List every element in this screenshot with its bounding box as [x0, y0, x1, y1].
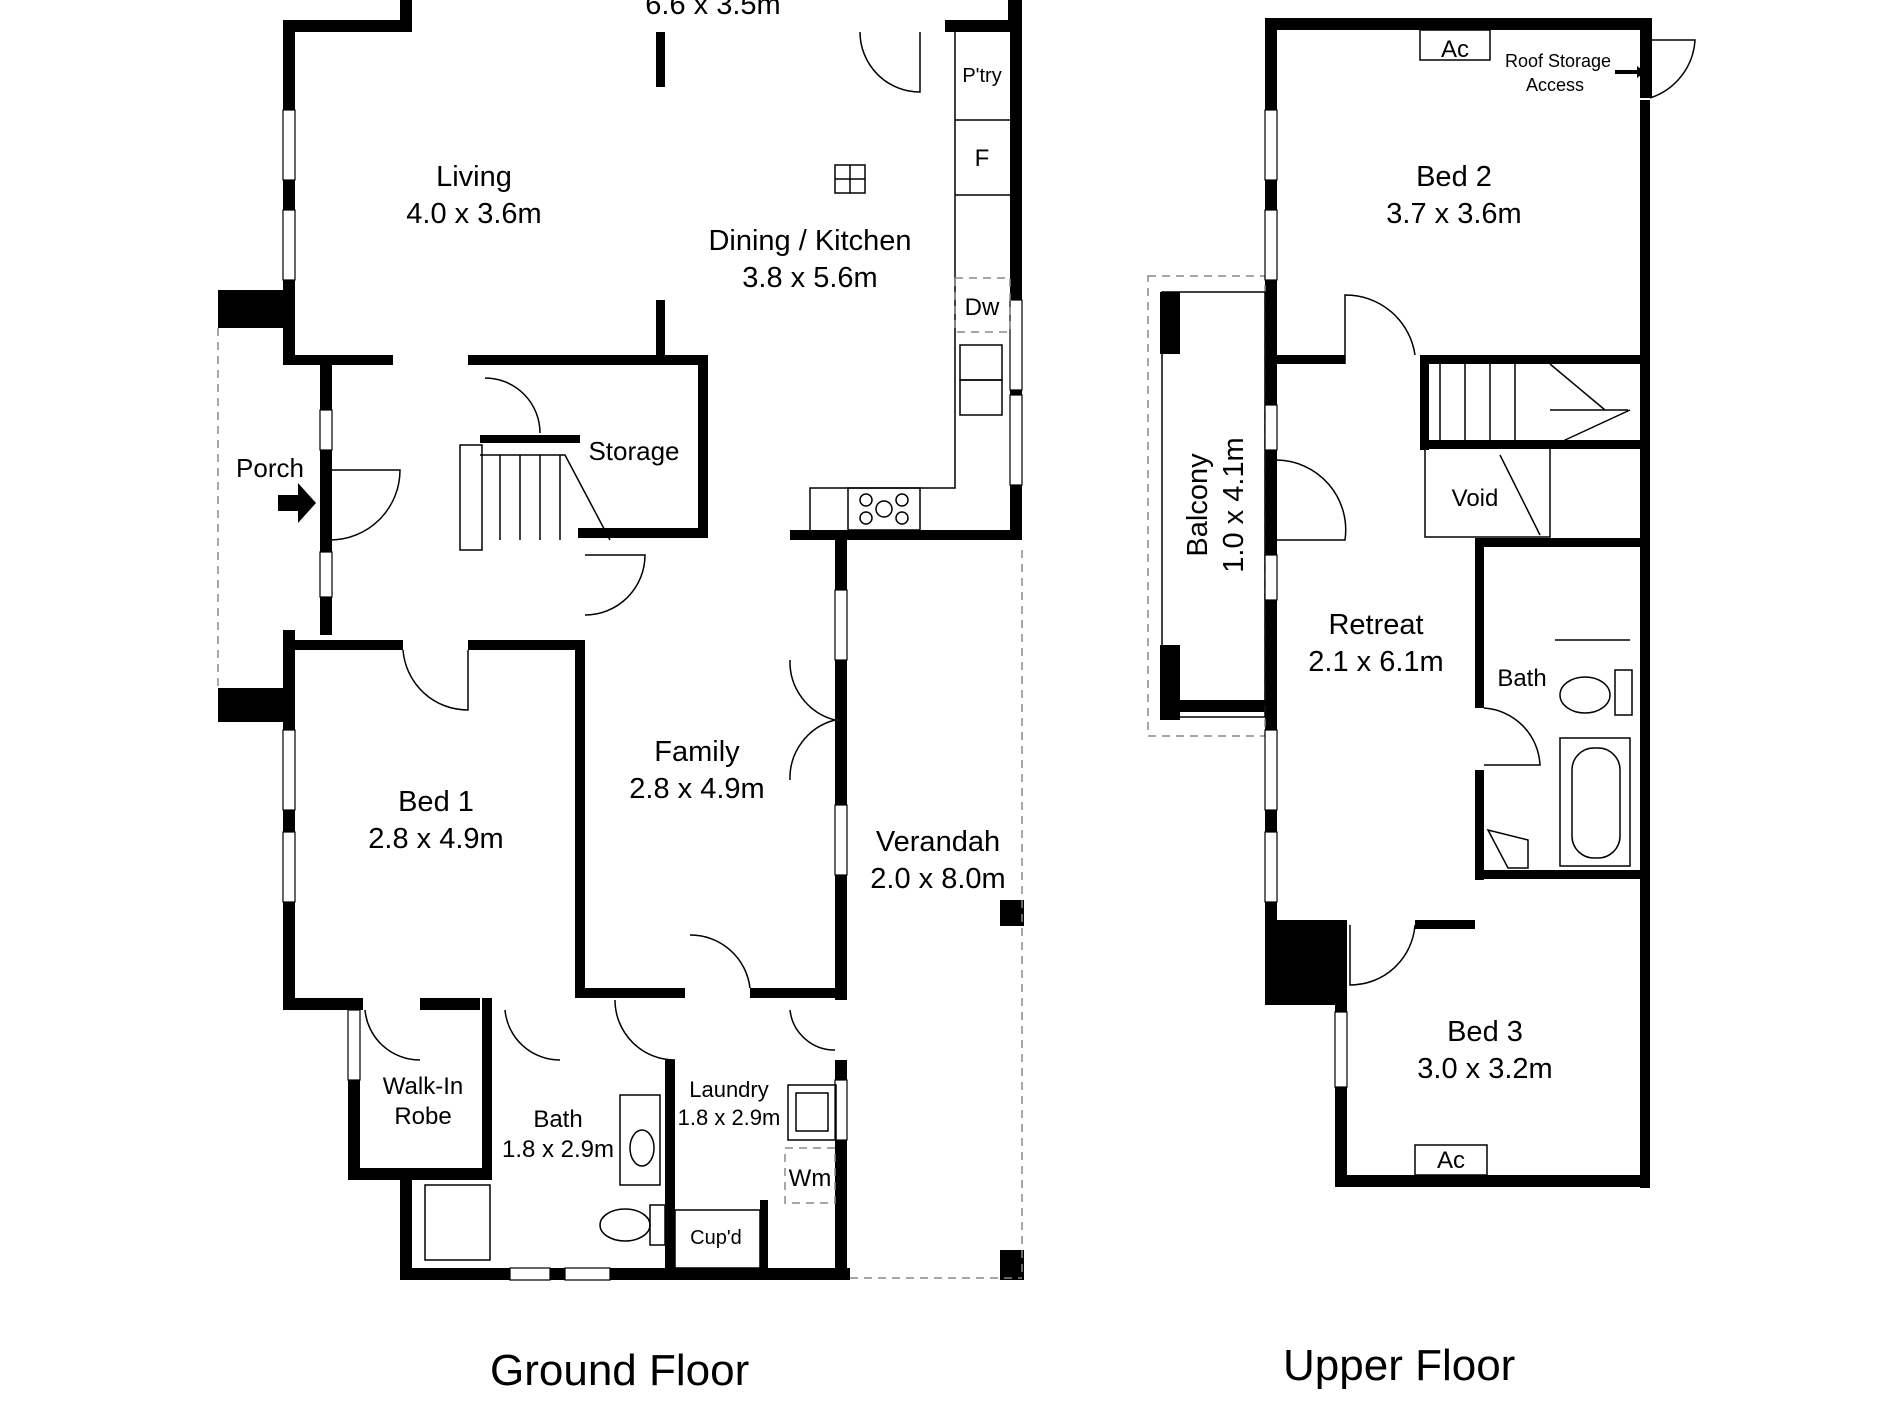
verandah-name: Verandah: [876, 826, 1000, 858]
bed1-name: Bed 1: [398, 786, 474, 818]
family-room-name: Family: [654, 736, 740, 768]
laundry-dimension: 1.8 x 2.9m: [678, 1105, 781, 1130]
bed2-name: Bed 2: [1416, 161, 1492, 193]
ground-floor-plan: [217, 0, 1024, 1281]
bed1-dimension: 2.8 x 4.9m: [368, 823, 503, 855]
dining-kitchen-name: Dining / Kitchen: [708, 225, 911, 257]
retreat-name: Retreat: [1328, 609, 1423, 641]
verandah-dimension: 2.0 x 8.0m: [870, 863, 1005, 895]
bath-dimension: 1.8 x 2.9m: [502, 1136, 614, 1163]
cupboard-label: Cup'd: [690, 1227, 742, 1249]
storage-label: Storage: [588, 436, 679, 466]
ground-floor-title: Ground Floor: [490, 1346, 750, 1395]
upper-bath-label: Bath: [1497, 665, 1546, 692]
washing-machine-label: Wm: [789, 1165, 832, 1192]
porch-label: Porch: [236, 453, 304, 483]
upper-floor-title: Upper Floor: [1283, 1341, 1516, 1390]
ac-bottom-label: Ac: [1437, 1147, 1465, 1174]
upper-floor-plan: [1147, 18, 1696, 1188]
bed2-dimension: 3.7 x 3.6m: [1386, 198, 1521, 230]
bed3-dimension: 3.0 x 3.2m: [1417, 1053, 1552, 1085]
balcony-dimension: 1.0 x 4.1m: [1218, 437, 1250, 572]
living-room-name: Living: [436, 161, 512, 193]
dining-kitchen-dimension: 3.8 x 5.6m: [742, 262, 877, 294]
family-room-dimension: 2.8 x 4.9m: [629, 773, 764, 805]
upper-floor-labels: Ac Roof Storage Access Bed 2 3.7 x 3.6m …: [1182, 36, 1611, 1174]
retreat-dimension: 2.1 x 6.1m: [1308, 646, 1443, 678]
fridge-label: F: [975, 145, 990, 172]
bath-name: Bath: [533, 1106, 582, 1133]
walk-in-robe-line1: Walk-In: [383, 1073, 463, 1100]
roof-storage-line2: Access: [1526, 75, 1584, 95]
roof-storage-line1: Roof Storage: [1505, 51, 1611, 71]
bed3-name: Bed 3: [1447, 1016, 1523, 1048]
walk-in-robe-line2: Robe: [394, 1103, 451, 1130]
laundry-name: Laundry: [689, 1077, 769, 1102]
dishwasher-label: Dw: [965, 294, 1000, 321]
ac-top-label: Ac: [1441, 36, 1469, 63]
pantry-label: P'try: [962, 65, 1001, 87]
void-label: Void: [1452, 485, 1499, 512]
top-room-dimension: 6.6 x 3.5m: [645, 0, 780, 21]
balcony-name: Balcony: [1182, 453, 1214, 557]
living-room-dimension: 4.0 x 3.6m: [406, 198, 541, 230]
ground-floor-labels: 6.6 x 3.5m Living 4.0 x 3.6m Dining / Ki…: [236, 0, 1006, 1249]
